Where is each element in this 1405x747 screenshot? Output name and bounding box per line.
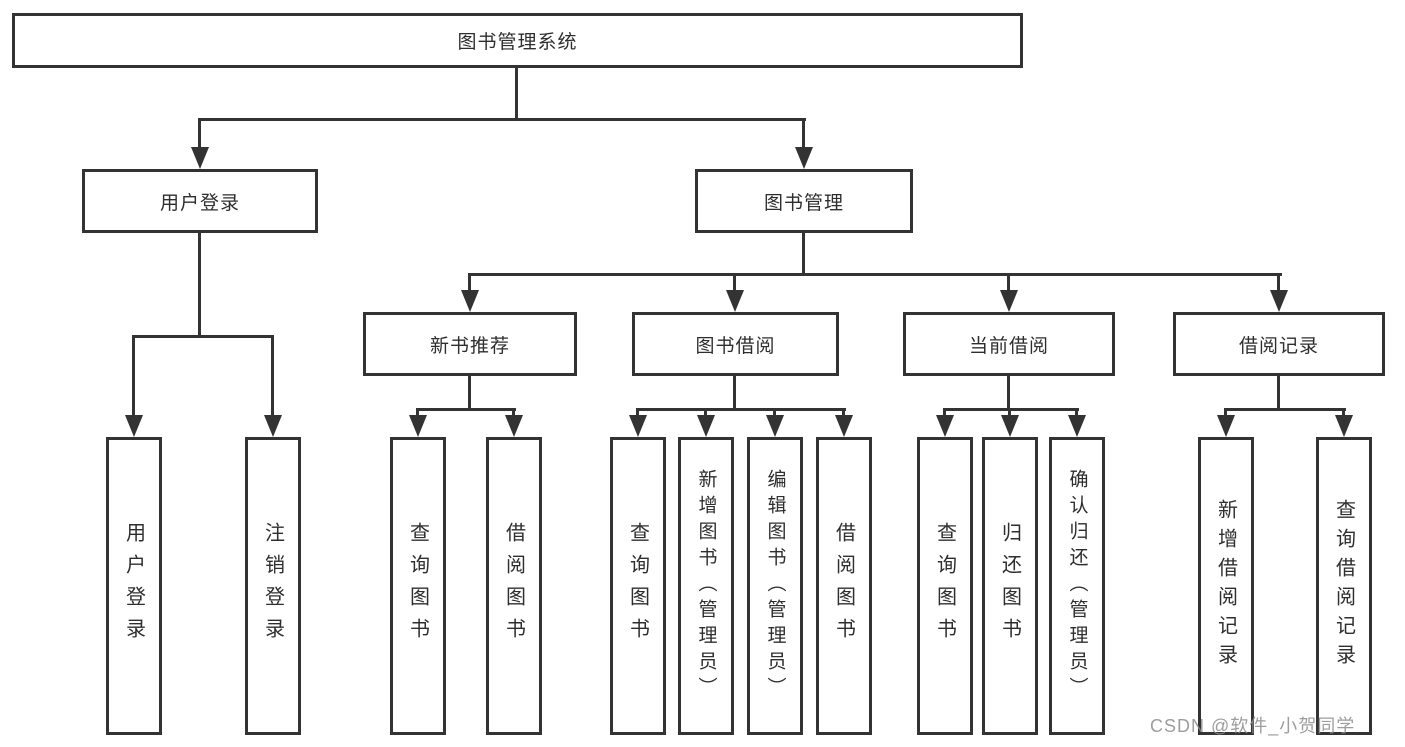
connector-line (1277, 273, 1280, 292)
connector-line (733, 273, 736, 292)
node-new-book-recommend: 新书推荐 (363, 312, 577, 376)
node-label: 借阅图书 (502, 522, 525, 650)
arrow-down-icon (409, 415, 427, 437)
node-label: 确认归还（管理员） (1066, 469, 1088, 703)
arrow-down-icon (191, 147, 209, 169)
leaf-confirm-return-admin: 确认归还（管理员） (1049, 437, 1105, 735)
node-label: 注销登录 (261, 522, 284, 650)
arrow-down-icon (835, 415, 853, 437)
node-book-borrowing: 图书借阅 (632, 312, 839, 376)
leaf-query-books-current: 查询图书 (917, 437, 973, 735)
leaf-query-borrow-record: 查询借阅记录 (1316, 437, 1372, 735)
arrow-down-icon (629, 415, 647, 437)
connector-line (704, 408, 707, 417)
node-label: 新增图书（管理员） (695, 469, 717, 703)
leaf-add-borrow-record: 新增借阅记录 (1198, 437, 1254, 735)
connector-line (271, 335, 274, 417)
arrow-down-icon (697, 415, 715, 437)
leaf-add-books-admin: 新增图书（管理员） (678, 437, 734, 735)
node-library-system: 图书管理系统 (12, 13, 1023, 68)
node-label: 查询图书 (933, 522, 956, 650)
arrow-down-icon (1001, 415, 1019, 437)
arrow-down-icon (264, 415, 282, 437)
node-label: 编辑图书（管理员） (764, 469, 786, 703)
node-label: 借阅记录 (1238, 335, 1319, 357)
node-label: 图书管理系统 (457, 32, 578, 53)
connector-line (1277, 376, 1280, 411)
connector-line (515, 68, 518, 121)
connector-line (943, 408, 946, 417)
connector-line (802, 118, 805, 149)
connector-line (132, 335, 135, 417)
connector-line (198, 118, 806, 121)
node-label: 新增借阅记录 (1214, 499, 1237, 673)
leaf-user-login: 用户登录 (106, 437, 162, 735)
node-label: 图书管理 (763, 192, 844, 214)
connector-line (468, 376, 471, 411)
leaf-borrow-books-borrowing: 借阅图书 (816, 437, 872, 735)
arrow-down-icon (726, 290, 744, 312)
connector-line (1008, 408, 1011, 417)
connector-line (198, 233, 201, 338)
node-label: 归还图书 (998, 522, 1021, 650)
node-label: 新书推荐 (429, 335, 510, 357)
connector-line (1007, 273, 1010, 292)
connector-line (842, 408, 845, 417)
connector-line (416, 408, 516, 411)
arrow-down-icon (1217, 415, 1235, 437)
connector-line (943, 408, 1079, 411)
arrow-down-icon (461, 290, 479, 312)
connector-line (733, 376, 736, 411)
connector-line (636, 408, 639, 417)
connector-line (1224, 408, 1346, 411)
connector-line (198, 118, 201, 149)
node-label: 借阅图书 (832, 522, 855, 650)
connector-line (468, 273, 1282, 276)
arrow-down-icon (1068, 415, 1086, 437)
leaf-borrow-books-recommend: 借阅图书 (486, 437, 542, 735)
arrow-down-icon (1000, 290, 1018, 312)
leaf-logout: 注销登录 (245, 437, 301, 735)
csdn-watermark: CSDN @软件_小贺同学 (1150, 716, 1356, 736)
node-current-borrowing: 当前借阅 (903, 312, 1115, 376)
node-label: 用户登录 (159, 192, 240, 214)
connector-line (468, 273, 471, 292)
arrow-down-icon (795, 147, 813, 169)
node-label: 查询图书 (406, 522, 429, 650)
connector-line (1007, 376, 1010, 411)
arrow-down-icon (505, 415, 523, 437)
leaf-edit-books-admin: 编辑图书（管理员） (747, 437, 803, 735)
arrow-down-icon (936, 415, 954, 437)
connector-line (416, 408, 419, 417)
connector-line (773, 408, 776, 417)
node-user-login: 用户登录 (82, 169, 318, 233)
node-label: 用户登录 (122, 522, 145, 650)
connector-line (132, 335, 274, 338)
node-label: 图书借阅 (695, 335, 776, 357)
leaf-query-books-recommend: 查询图书 (390, 437, 446, 735)
arrow-down-icon (766, 415, 784, 437)
connector-line (636, 408, 846, 411)
leaf-return-books: 归还图书 (982, 437, 1038, 735)
node-book-management: 图书管理 (695, 169, 913, 233)
arrow-down-icon (125, 415, 143, 437)
connector-line (802, 233, 805, 276)
connector-line (1224, 408, 1227, 417)
leaf-query-books-borrowing: 查询图书 (610, 437, 666, 735)
node-borrowing-records: 借阅记录 (1173, 312, 1385, 376)
node-label: 当前借阅 (968, 335, 1049, 357)
node-label: 查询图书 (626, 522, 649, 650)
node-label: 查询借阅记录 (1332, 499, 1355, 673)
connector-line (1342, 408, 1345, 417)
connector-line (512, 408, 515, 417)
arrow-down-icon (1270, 290, 1288, 312)
connector-line (1075, 408, 1078, 417)
arrow-down-icon (1335, 415, 1353, 437)
